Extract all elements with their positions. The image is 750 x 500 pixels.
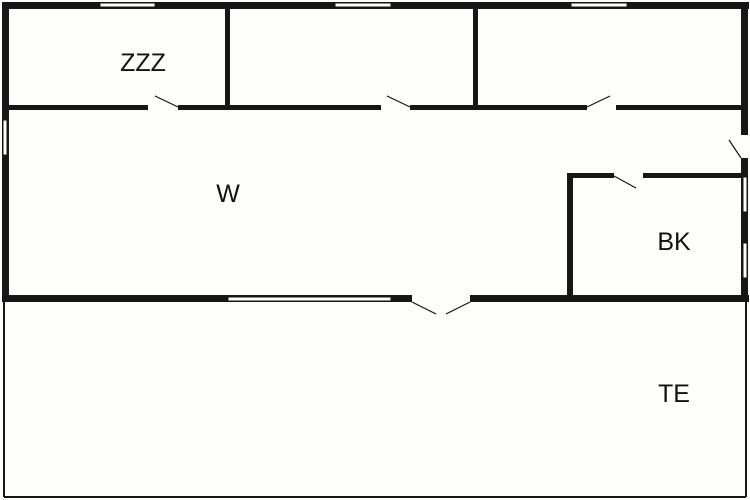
room-label-bathroom: BK xyxy=(657,228,691,256)
room-label-terrace: TE xyxy=(658,380,690,408)
room-label-living: W xyxy=(216,180,240,208)
door-swing-icons xyxy=(154,95,742,315)
windows xyxy=(2,2,748,302)
room-label-bedroom: ZZZ xyxy=(120,49,166,77)
terrace-outline xyxy=(3,300,747,498)
door-openings xyxy=(148,104,750,303)
